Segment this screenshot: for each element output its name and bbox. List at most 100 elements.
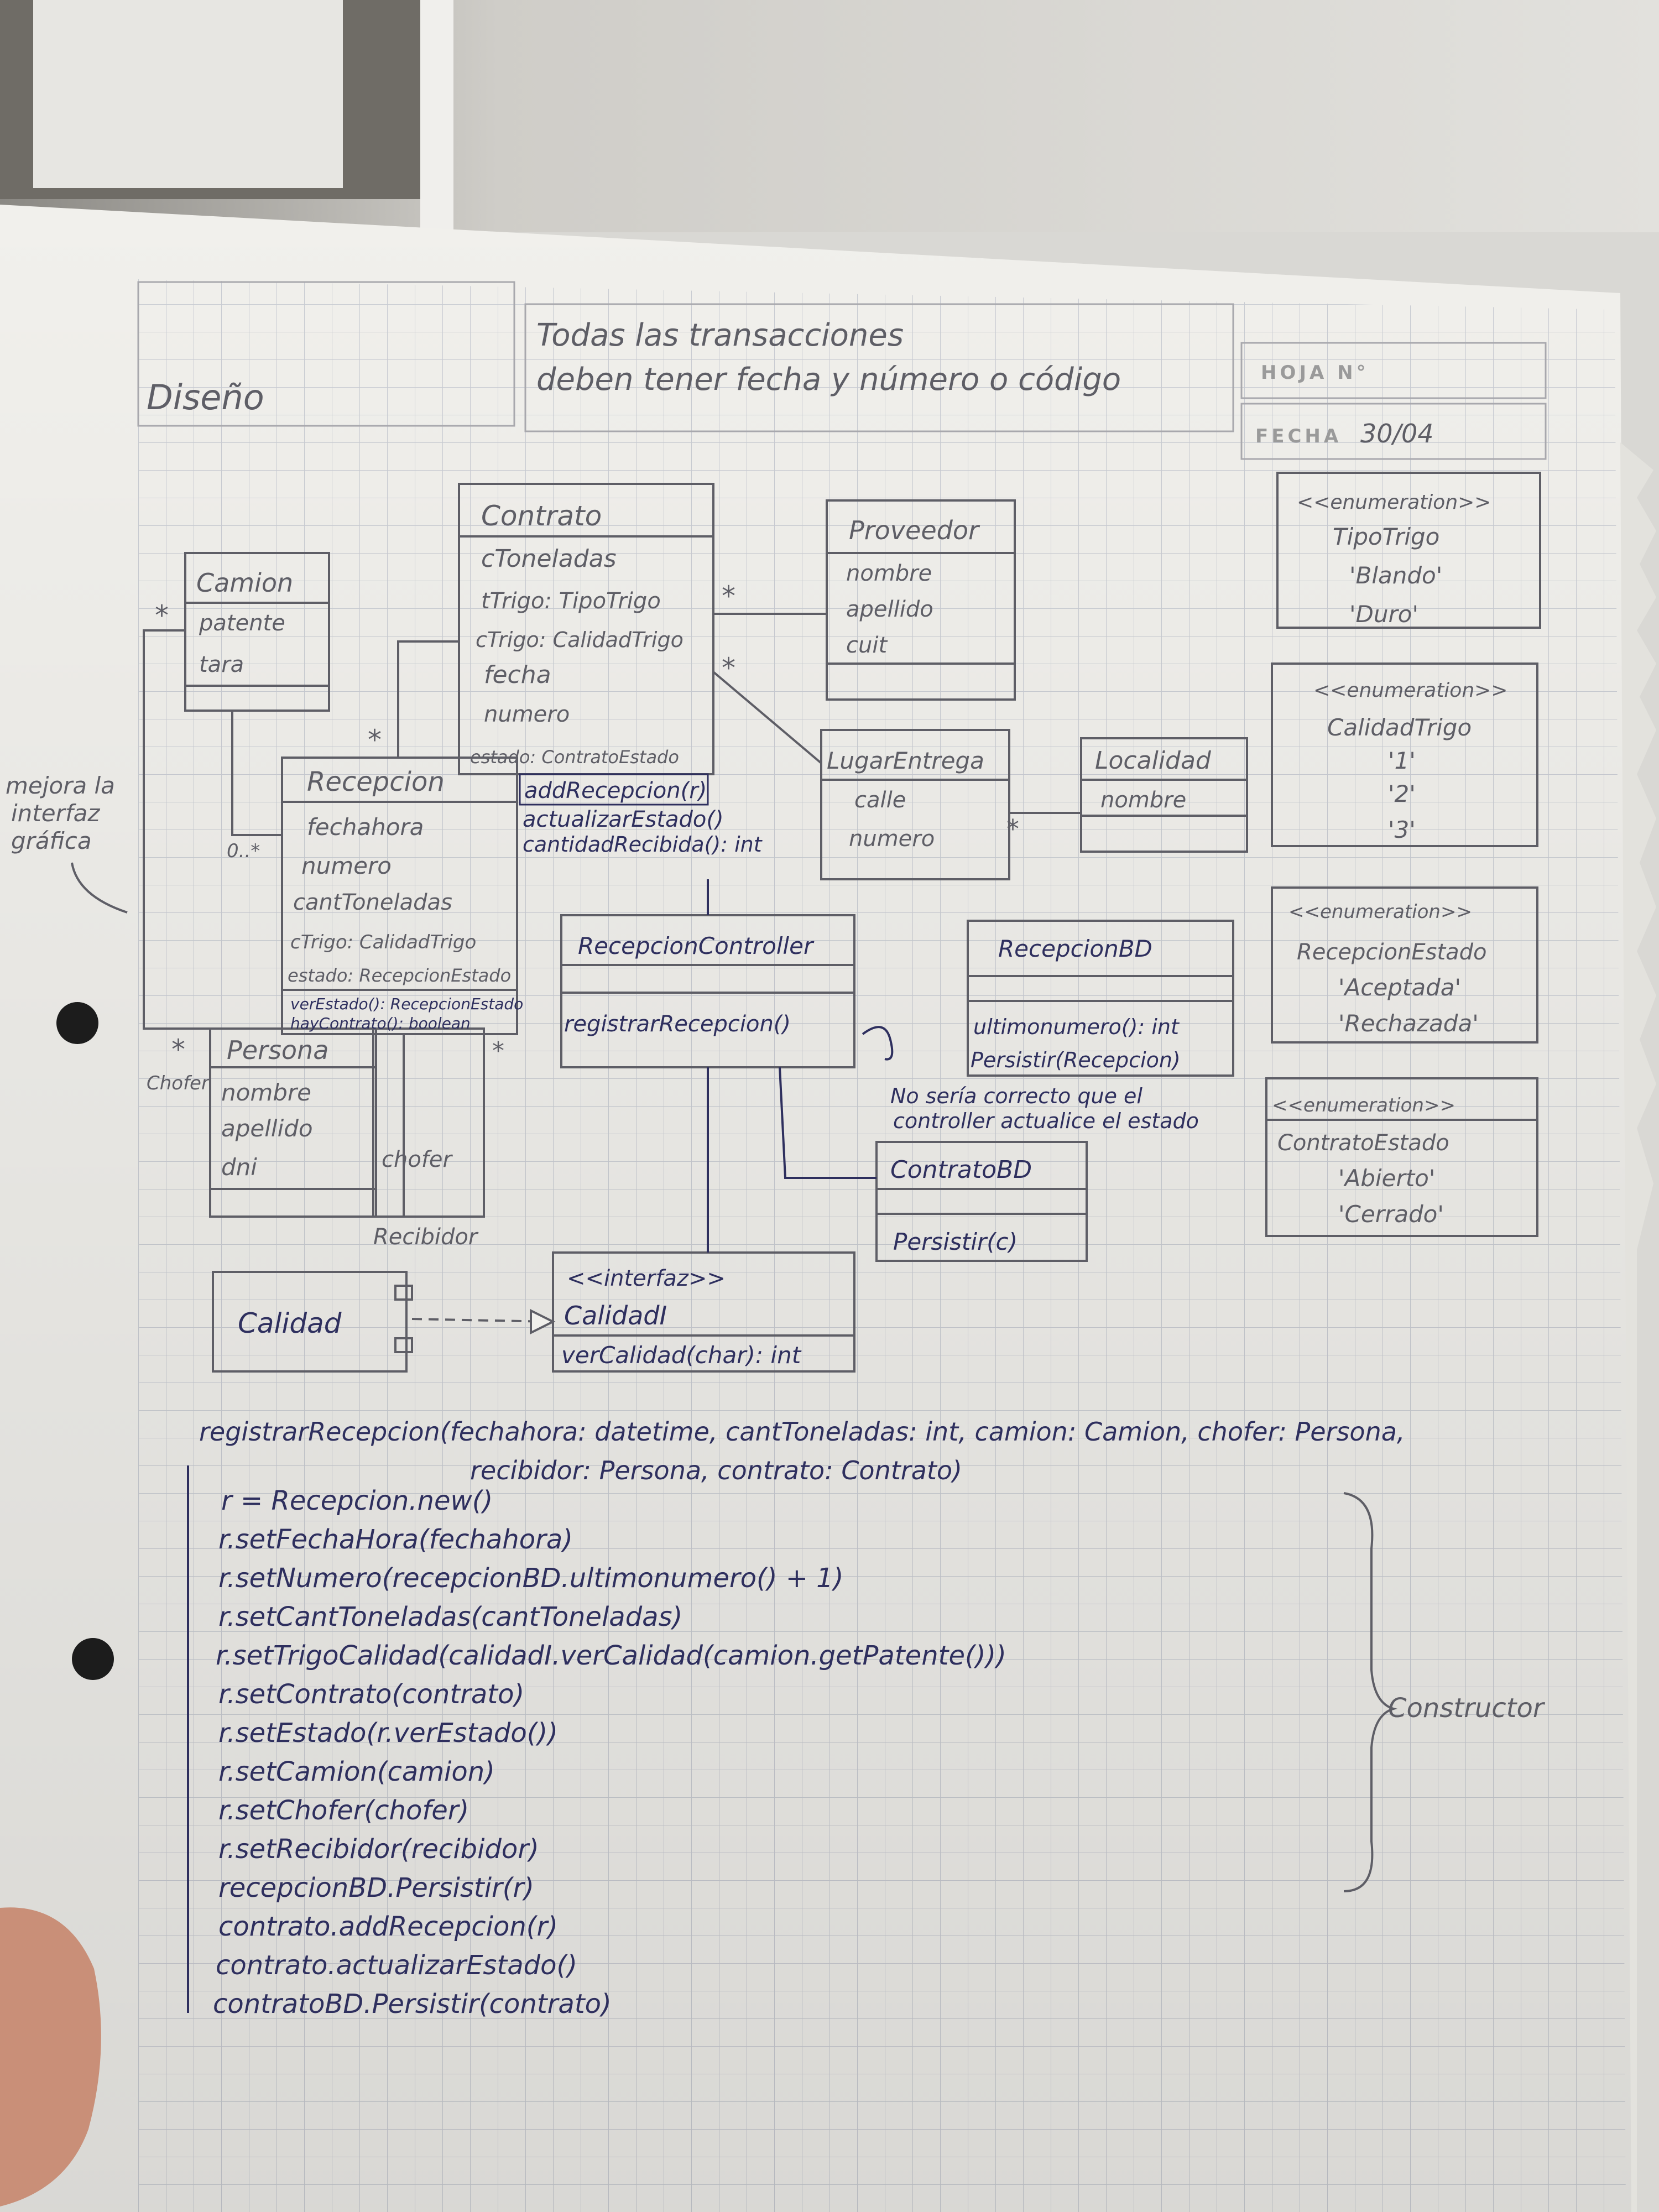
constructor-brace: [1343, 1492, 1398, 1892]
assoc-camion-persona: [143, 629, 210, 1030]
recepcionbd-method: Persistir(Recepcion): [971, 1048, 1181, 1072]
recepcion-method: hayContrato(): boolean: [290, 1014, 471, 1032]
enum-stereotype: <<enumeration>>: [1313, 679, 1507, 702]
calidad-title: Calidad: [238, 1307, 342, 1339]
multiplicity-zero-many: 0..*: [227, 840, 260, 862]
role-chofer: Chofer: [147, 1072, 210, 1094]
proveedor-attr: apellido: [846, 597, 933, 622]
hoja-label: HOJA N°: [1261, 362, 1369, 384]
header-note-1: Todas las transacciones: [536, 317, 904, 353]
controller-note-2: controller actualice el estado: [893, 1109, 1199, 1133]
code-signature-2: recibidor: Persona, contrato: Contrato): [470, 1455, 962, 1485]
contratobd-method: Persistir(c): [893, 1228, 1018, 1255]
enum-value: 'Blando': [1349, 562, 1442, 589]
recepcion-class: [281, 757, 518, 1035]
proveedor-attr: nombre: [846, 561, 932, 586]
contrato-attr: cTrigo: CalidadTrigo: [476, 628, 684, 652]
realization-arrow: [411, 1318, 548, 1323]
contrato-attr: fecha: [484, 661, 551, 689]
code-line: r.setRecibidor(recibidor): [218, 1834, 539, 1865]
enum-name: TipoTrigo: [1333, 523, 1439, 550]
code-line: r.setFechaHora(fechahora): [218, 1524, 573, 1555]
camion-class: [184, 552, 330, 712]
code-line: r.setTrigoCalidad(calidadI.verCalidad(ca…: [216, 1640, 1006, 1671]
fecha-value: 30/04: [1360, 419, 1434, 448]
proveedor-title: Proveedor: [849, 515, 980, 545]
code-line: r = Recepcion.new(): [221, 1485, 493, 1516]
controller-note-1: No sería correcto que el: [890, 1084, 1142, 1108]
enum-recepcion-estado: [1271, 886, 1538, 1044]
enum-value: 'Aceptada': [1338, 974, 1461, 1001]
enum-value: '1': [1388, 747, 1416, 774]
enum-value: 'Duro': [1349, 601, 1418, 628]
contrato-bd-class: [875, 1141, 1088, 1262]
enum-contrato-estado: [1265, 1077, 1538, 1237]
side-note-3: gráfica: [11, 827, 92, 854]
door-panel: [33, 0, 343, 188]
persona-class: [209, 1027, 377, 1218]
recepcion-title: Recepcion: [307, 766, 445, 797]
code-line: contrato.addRecepcion(r): [218, 1911, 558, 1942]
recepcion-bd-class: [967, 920, 1234, 1077]
punch-hole: [56, 1002, 98, 1044]
side-note-2: interfaz: [11, 800, 100, 827]
lugar-attr: calle: [854, 787, 906, 813]
contratobd-title: ContratoBD: [890, 1156, 1032, 1184]
assoc-recepcion-contrato: [397, 640, 459, 758]
recepcion-attr: cantToneladas: [293, 890, 452, 915]
enum-value: 'Cerrado': [1338, 1201, 1444, 1228]
contrato-attr: tTrigo: TipoTrigo: [481, 588, 661, 614]
code-line: r.setEstado(r.verEstado()): [218, 1718, 558, 1749]
enum-value: '2': [1388, 780, 1416, 807]
assoc-camion-recepcion: [231, 711, 282, 836]
code-line: r.setNumero(recepcionBD.ultimonumero() +…: [218, 1563, 843, 1594]
proveedor-class: [826, 499, 1016, 701]
constructor-label: Constructor: [1388, 1693, 1546, 1724]
code-line: recepcionBD.Persistir(r): [218, 1872, 534, 1903]
section-title: Diseño: [147, 377, 264, 418]
contrato-attr: numero: [484, 702, 570, 727]
recepcion-attr: estado: RecepcionEstado: [288, 965, 511, 986]
contrato-attr: cToneladas: [481, 545, 617, 573]
multiplicity: *: [1006, 814, 1019, 844]
persona-attr: nombre: [221, 1079, 311, 1106]
fecha-label: FECHA: [1255, 425, 1342, 447]
localidad-class: [1080, 737, 1248, 853]
code-line: r.setContrato(contrato): [218, 1679, 524, 1710]
contrato-title: Contrato: [481, 500, 602, 532]
lugar-title: LugarEntrega: [827, 747, 984, 774]
assoc-contrato-lugar: [712, 671, 822, 764]
code-line: contrato.actualizarEstado(): [216, 1950, 577, 1981]
recepcion-attr: numero: [301, 852, 392, 879]
enum-stereotype: <<enumeration>>: [1288, 901, 1472, 923]
recepcionbd-title: RecepcionBD: [998, 935, 1152, 962]
multiplicity: *: [492, 1037, 504, 1065]
code-line: r.setCantToneladas(cantToneladas): [218, 1601, 682, 1632]
code-line: r.setCamion(camion): [218, 1756, 495, 1787]
paper-shade: [0, 205, 1631, 2212]
dep-controller-contratobd: [779, 1067, 877, 1179]
persona-attr: apellido: [221, 1115, 313, 1142]
note-connector: [862, 1026, 894, 1061]
persona-title: Persona: [227, 1035, 328, 1065]
multiplicity: *: [722, 580, 735, 612]
camion-attr: tara: [199, 652, 244, 677]
persona-attr: dni: [221, 1154, 257, 1181]
contrato-method: actualizarEstado(): [523, 807, 724, 832]
torn-edge: [1620, 442, 1656, 2212]
enum-tipo-trigo: [1276, 472, 1541, 629]
calidad-interface: [552, 1251, 855, 1373]
recepcion-method: verEstado(): RecepcionEstado: [290, 995, 523, 1013]
lugar-attr: numero: [849, 826, 935, 852]
controller-title: RecepcionController: [578, 932, 815, 959]
calidadI-method: verCalidad(char): int: [561, 1342, 802, 1369]
multiplicity: *: [171, 1034, 185, 1066]
localidad-attr: nombre: [1100, 787, 1186, 813]
calidadI-stereotype: <<interfaz>>: [567, 1266, 726, 1291]
code-signature-1: registrarRecepcion(fechahora: datetime, …: [199, 1417, 1405, 1447]
header-note-2: deben tener fecha y número o código: [536, 362, 1121, 398]
role-recibidor: Recibidor: [373, 1224, 479, 1250]
calidad-class: [212, 1271, 408, 1373]
calidadI-title: CalidadI: [564, 1301, 667, 1331]
